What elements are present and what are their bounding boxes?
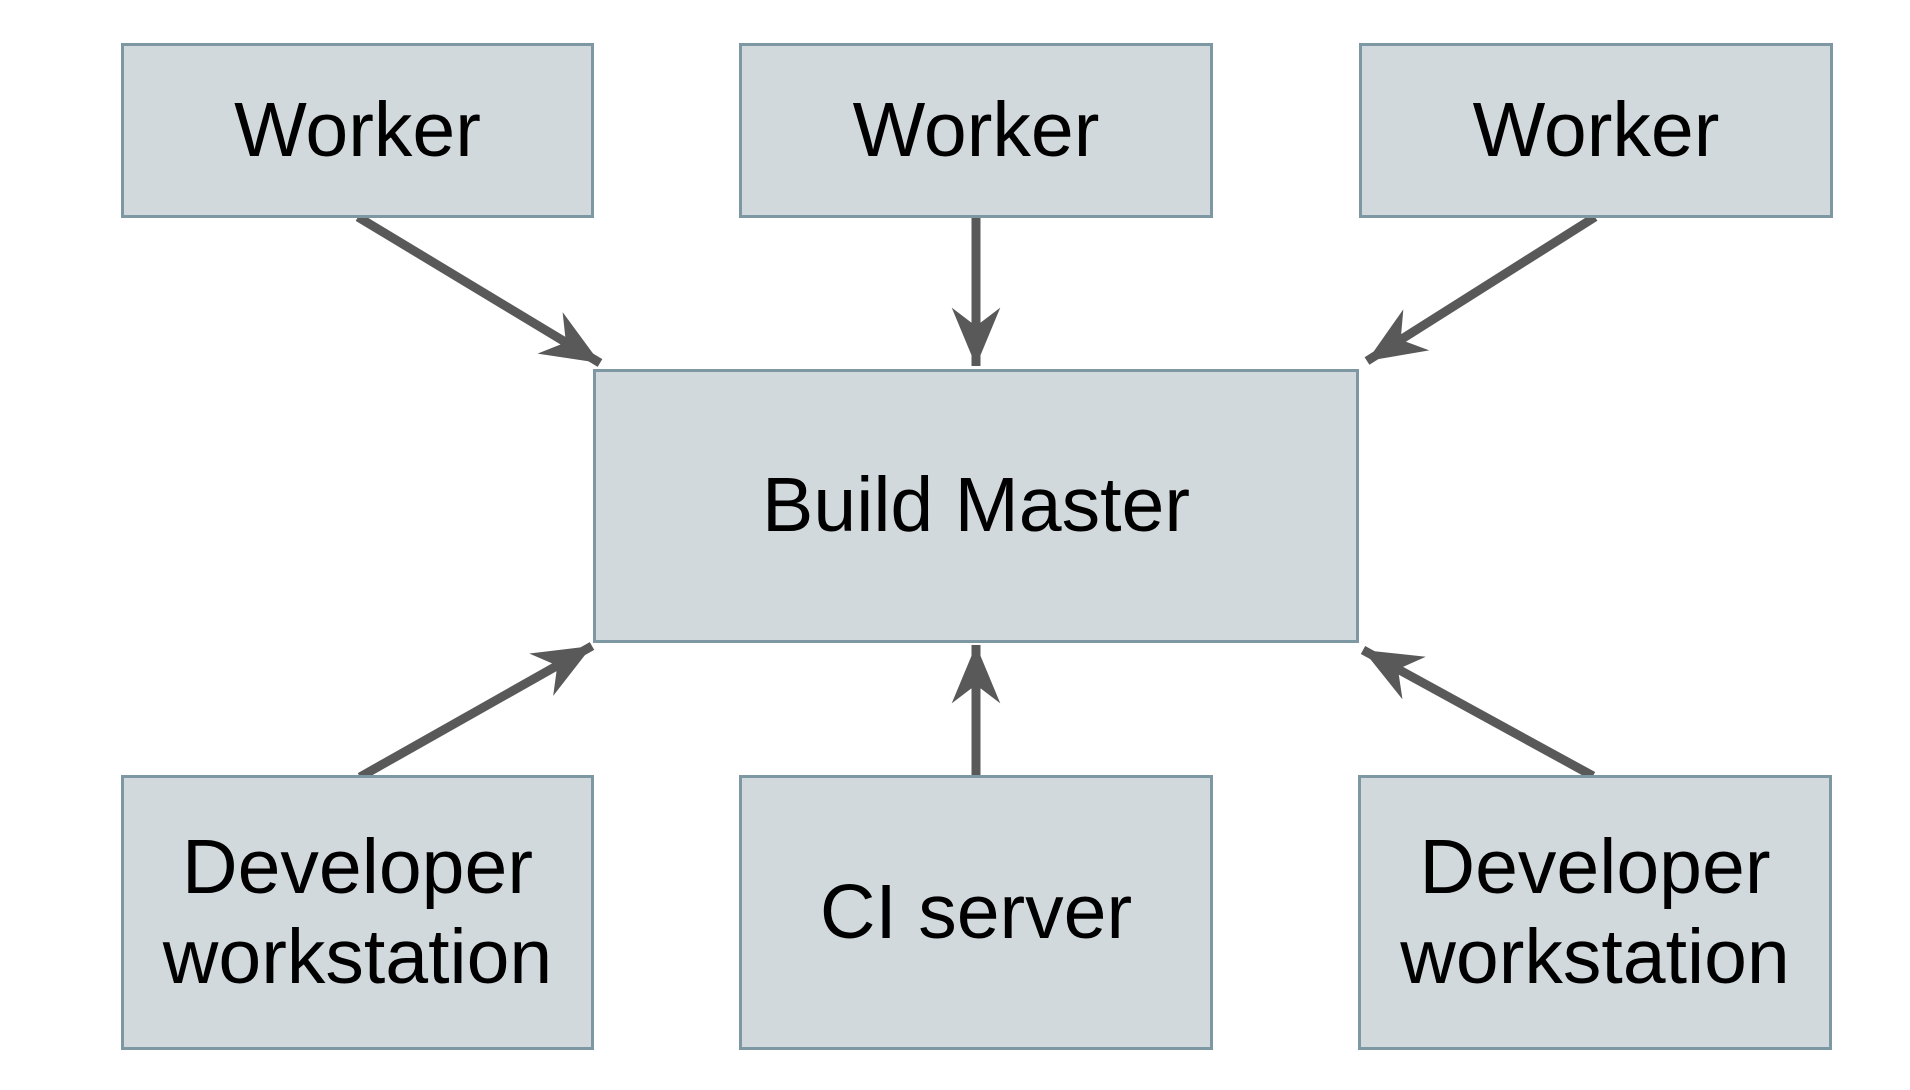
arrow-dev-left-to-build-master <box>357 642 595 781</box>
node-build-master: Build Master <box>593 369 1359 643</box>
arrow-worker-3-to-build-master <box>1364 213 1598 365</box>
node-ci-server: CI server <box>739 775 1213 1050</box>
node-worker-3: Worker <box>1359 43 1833 218</box>
node-ci-server-label: CI server <box>819 868 1133 955</box>
arrow-worker-1-to-build-master <box>355 213 603 367</box>
node-worker-2: Worker <box>739 43 1213 218</box>
node-developer-workstation-left-label: Developer workstation <box>162 824 553 1000</box>
node-worker-3-label: Worker <box>1472 86 1720 173</box>
node-worker-1-label: Worker <box>234 86 481 173</box>
node-build-master-label: Build Master <box>762 462 1190 549</box>
node-developer-workstation-right: Developer workstation <box>1358 775 1832 1050</box>
node-developer-workstation-right-label: Developer workstation <box>1400 824 1790 1000</box>
node-developer-workstation-left: Developer workstation <box>121 775 594 1050</box>
arrow-dev-right-to-build-master <box>1360 646 1596 780</box>
node-worker-1: Worker <box>121 43 594 218</box>
node-worker-2-label: Worker <box>852 86 1100 173</box>
